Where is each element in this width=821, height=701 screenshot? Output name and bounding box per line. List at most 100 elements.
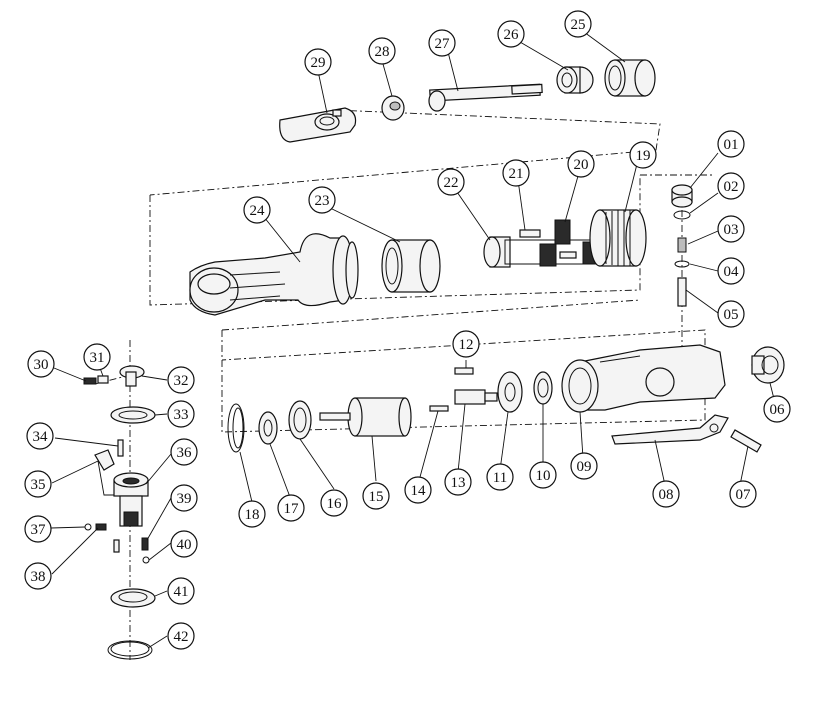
part-12-vane (454, 367, 474, 375)
callout-number: 33 (174, 407, 189, 423)
part-37-ball (84, 523, 92, 531)
callout-number: 42 (174, 629, 189, 645)
callout-number: 06 (770, 402, 786, 418)
callout-circle (304, 48, 332, 76)
callout-number: 27 (435, 36, 451, 52)
callout-circle (368, 37, 396, 65)
callout-28: 28 (368, 37, 396, 65)
callout-26: 26 (497, 20, 525, 48)
callout-number: 40 (177, 537, 192, 553)
callout-circle (170, 484, 198, 512)
part-15-cylinder (319, 397, 412, 437)
callout-18: 18 (238, 500, 266, 528)
callout-number: 24 (250, 203, 266, 219)
callout-circle (729, 480, 757, 508)
part-07-lever-pin (730, 429, 762, 453)
callout-number: 30 (34, 357, 49, 373)
callout-number: 13 (451, 475, 466, 491)
callout-23: 23 (308, 186, 336, 214)
callout-04: 04 (717, 257, 745, 285)
callout-circle (24, 515, 52, 543)
callout-06: 06 (763, 395, 791, 423)
callout-12: 12 (452, 330, 480, 358)
callout-circle (437, 168, 465, 196)
part-18-gasket (227, 403, 245, 453)
callout-circle (167, 400, 195, 428)
callout-16: 16 (320, 489, 348, 517)
callout-circle (362, 482, 390, 510)
part-32-pawl (119, 365, 145, 387)
callout-30: 30 (27, 350, 55, 378)
callout-number: 03 (724, 222, 739, 238)
callout-24: 24 (243, 196, 271, 224)
part-08-throttle-lever (611, 414, 729, 445)
callout-17: 17 (277, 494, 305, 522)
callout-number: 17 (284, 501, 300, 517)
callout-34: 34 (26, 422, 54, 450)
part-24-ratchet-head (189, 233, 359, 316)
part-33-washer (110, 406, 156, 424)
callout-circle (502, 159, 530, 187)
callout-circle (717, 257, 745, 285)
callout-circle (308, 186, 336, 214)
part-28-ball (381, 95, 405, 121)
callout-circle (529, 461, 557, 489)
part-16-bearing (288, 400, 312, 440)
callout-25: 25 (564, 10, 592, 38)
callout-circle (567, 150, 595, 178)
callout-circle (629, 141, 657, 169)
part-03-spring (677, 237, 687, 253)
part-01-plug (671, 184, 693, 208)
callout-circle (564, 10, 592, 38)
callout-number: 22 (444, 175, 459, 191)
callout-13: 13 (444, 468, 472, 496)
part-25-sleeve (604, 59, 656, 97)
callout-number: 05 (724, 307, 739, 323)
callout-09: 09 (570, 452, 598, 480)
part-40-ball (142, 556, 150, 564)
callout-35: 35 (24, 470, 52, 498)
part-05-valve-stem (677, 277, 687, 307)
callout-circle (24, 470, 52, 498)
part-10-bearing (533, 371, 553, 405)
part-36-ratchet-gear (113, 472, 149, 527)
callout-number: 25 (571, 17, 586, 33)
callout-circle (27, 350, 55, 378)
callout-number: 38 (31, 569, 46, 585)
callout-20: 20 (567, 150, 595, 178)
callout-41: 41 (167, 577, 195, 605)
part-13-rotor (454, 389, 498, 405)
callout-circle (167, 622, 195, 650)
callout-number: 14 (411, 483, 427, 499)
callout-11: 11 (486, 463, 514, 491)
callout-circle (444, 468, 472, 496)
callout-circle (24, 562, 52, 590)
part-30-spring (83, 377, 97, 385)
callout-circle (570, 452, 598, 480)
callout-number: 20 (574, 157, 589, 173)
callout-number: 32 (174, 373, 189, 389)
part-21-pin (519, 229, 577, 259)
part-04-washer (674, 260, 690, 268)
callout-circle (167, 366, 195, 394)
part-34-pin (117, 439, 124, 457)
callout-circle (717, 215, 745, 243)
part-23-clamp-nut (381, 239, 441, 293)
callout-02: 02 (717, 172, 745, 200)
callout-40: 40 (170, 530, 198, 558)
callout-circle (652, 480, 680, 508)
callout-number: 28 (375, 44, 390, 60)
callout-number: 29 (311, 55, 326, 71)
part-29-yoke (279, 107, 357, 143)
callout-circle (404, 476, 432, 504)
callout-number: 35 (31, 477, 46, 493)
part-31-pin (97, 375, 109, 384)
callout-number: 16 (327, 496, 343, 512)
part-17-bearing (258, 411, 278, 445)
callout-15: 15 (362, 482, 390, 510)
callout-36: 36 (170, 438, 198, 466)
callout-32: 32 (167, 366, 195, 394)
callout-circle (167, 577, 195, 605)
callout-circle (486, 463, 514, 491)
part-39-spring (141, 537, 149, 551)
